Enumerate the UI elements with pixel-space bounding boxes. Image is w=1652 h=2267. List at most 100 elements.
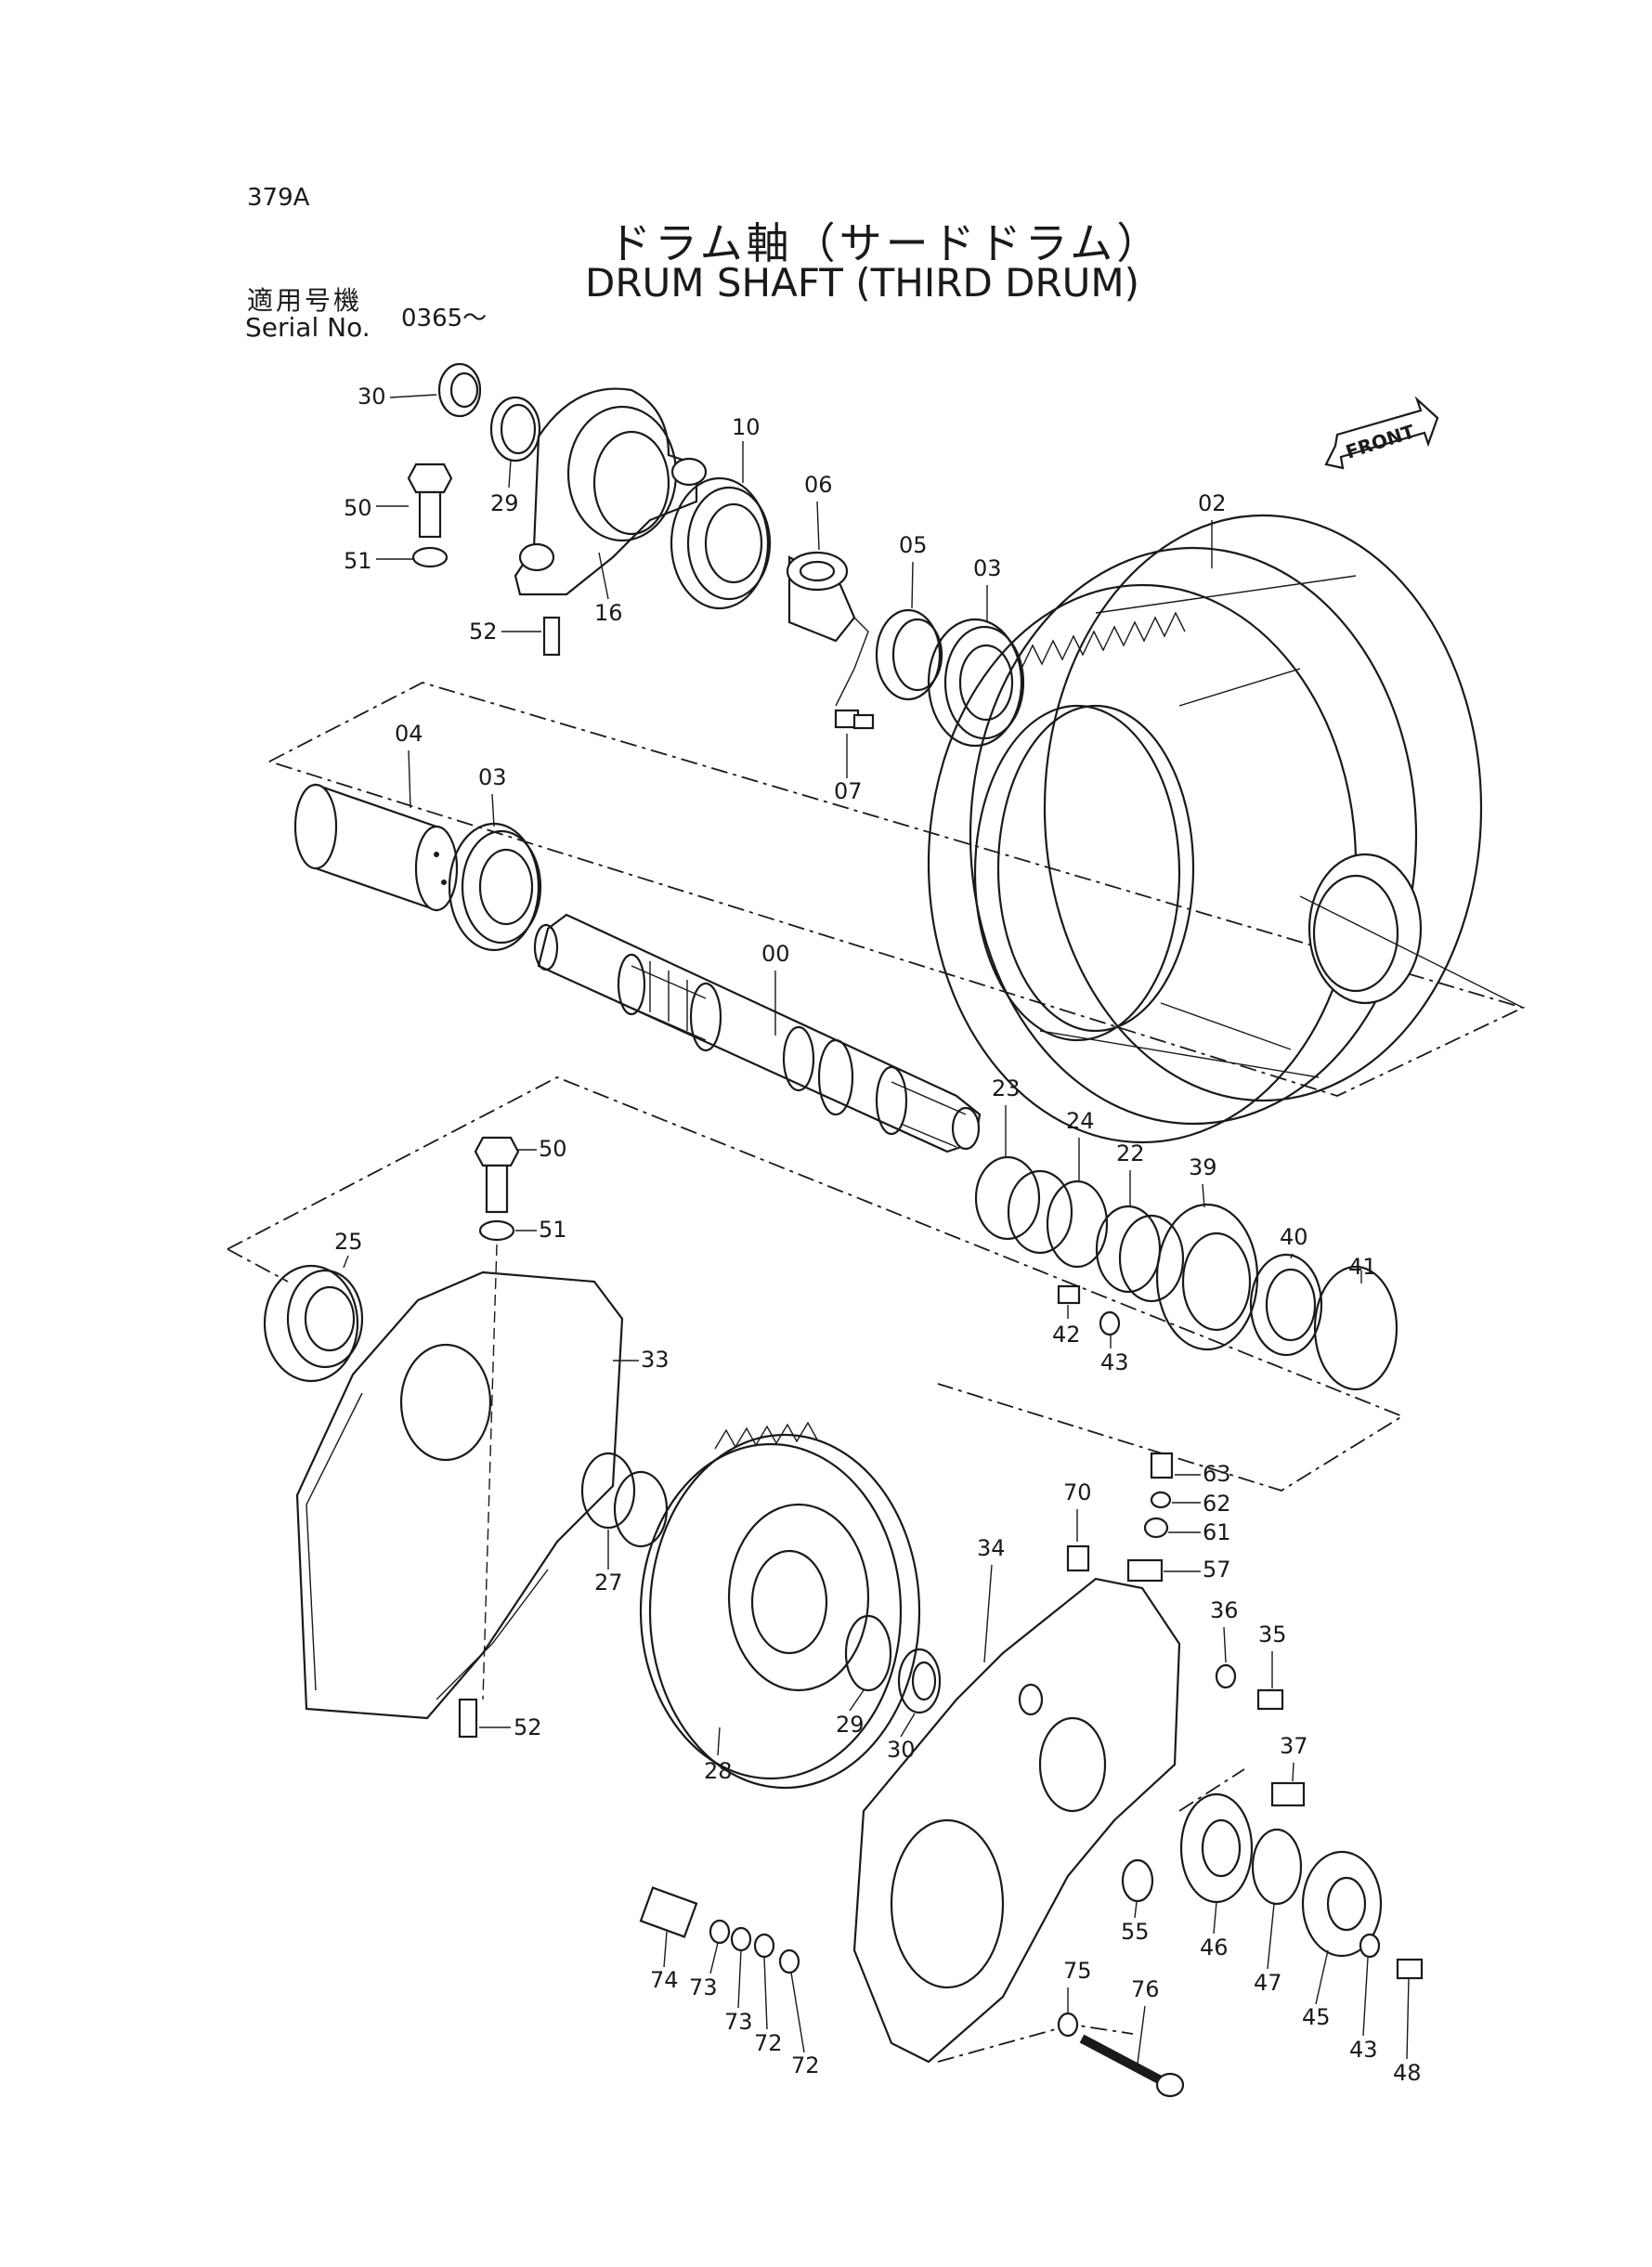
part-43-washer-upper bbox=[1099, 1310, 1121, 1336]
serial-label-english: Serial No. bbox=[245, 312, 371, 343]
part-41-o-ring bbox=[1313, 1265, 1398, 1391]
cover-assembly-outline bbox=[937, 2024, 1134, 2063]
part-74-pin bbox=[639, 1886, 698, 1938]
callout-48: 48 bbox=[1393, 2060, 1422, 2086]
front-arrow-label: FRONT bbox=[1343, 420, 1417, 463]
part-40-seal bbox=[1249, 1253, 1323, 1357]
callout-03-upper: 03 bbox=[973, 555, 1002, 581]
part-34-cover bbox=[852, 1577, 1181, 2064]
callout-42: 42 bbox=[1052, 1322, 1081, 1348]
callout-00: 00 bbox=[761, 941, 790, 967]
part-07-grease-fitting bbox=[834, 709, 875, 730]
part-23-sleeve bbox=[974, 1155, 1073, 1255]
part-27-sleeve bbox=[580, 1452, 669, 1548]
part-73-washers bbox=[709, 1919, 752, 1952]
callout-23: 23 bbox=[992, 1075, 1021, 1101]
callout-40: 40 bbox=[1280, 1224, 1308, 1250]
callout-74: 74 bbox=[650, 1967, 679, 1993]
part-39-retainer bbox=[1155, 1203, 1259, 1351]
part-47-seal bbox=[1251, 1828, 1303, 1906]
serial-label-japanese: 適用号機 bbox=[247, 285, 363, 316]
part-42-bolt bbox=[1057, 1284, 1081, 1305]
callout-41: 41 bbox=[1348, 1254, 1377, 1280]
part-51-washer-lower bbox=[478, 1219, 515, 1242]
callout-62: 62 bbox=[1203, 1491, 1231, 1517]
part-35-bolt bbox=[1256, 1688, 1284, 1711]
part-57-fitting bbox=[1126, 1558, 1164, 1583]
part-06-sleeve bbox=[786, 551, 869, 707]
lower-assembly-outline bbox=[227, 1076, 1404, 1492]
part-75-washer bbox=[1057, 2012, 1079, 2038]
callout-55: 55 bbox=[1121, 1919, 1150, 1945]
part-02-drum bbox=[927, 514, 1524, 1144]
part-50-bolt-lower bbox=[474, 1136, 520, 1214]
callout-22: 22 bbox=[1116, 1140, 1145, 1166]
callout-76: 76 bbox=[1131, 1976, 1160, 2002]
part-43-washer-lower bbox=[1359, 1933, 1381, 1959]
part-29-snap-ring-upper bbox=[489, 396, 541, 463]
callout-47: 47 bbox=[1254, 1970, 1282, 1996]
callout-29-upper: 29 bbox=[490, 490, 519, 516]
part-22-sleeve bbox=[1095, 1205, 1185, 1303]
part-52-pin-upper bbox=[542, 616, 561, 657]
part-36-washer bbox=[1215, 1663, 1237, 1689]
part-25-bearing bbox=[263, 1264, 364, 1383]
part-52-pin-lower bbox=[458, 1698, 478, 1739]
callout-30-lower: 30 bbox=[887, 1737, 916, 1763]
callout-45: 45 bbox=[1302, 2004, 1331, 2030]
callouts: 30 29 50 51 52 16 10 06 05 03 02 07 04 0… bbox=[334, 384, 1422, 2086]
callout-75: 75 bbox=[1063, 1958, 1092, 1984]
part-30-nut-upper bbox=[437, 362, 482, 418]
callout-43-upper: 43 bbox=[1100, 1349, 1129, 1375]
part-04-sleeve bbox=[293, 783, 459, 912]
callout-46: 46 bbox=[1200, 1935, 1229, 1961]
callout-29-lower: 29 bbox=[836, 1712, 865, 1738]
callout-57: 57 bbox=[1203, 1557, 1231, 1583]
callout-25: 25 bbox=[334, 1229, 363, 1255]
part-30-nut-lower bbox=[897, 1648, 942, 1714]
title-english: DRUM SHAFT (THIRD DRUM) bbox=[585, 260, 1140, 306]
callout-51-upper: 51 bbox=[344, 548, 372, 574]
part-28-gear bbox=[639, 1421, 921, 1790]
callout-50-lower: 50 bbox=[539, 1136, 567, 1162]
part-46-plate bbox=[1179, 1792, 1254, 1904]
front-arrow-icon: FRONT bbox=[1324, 396, 1439, 470]
part-76-long-bolt bbox=[1079, 2034, 1185, 2098]
callout-70: 70 bbox=[1063, 1479, 1092, 1505]
part-00-drum-shaft bbox=[533, 913, 982, 1153]
callout-06: 06 bbox=[804, 472, 833, 498]
part-37-pin bbox=[1270, 1781, 1306, 1807]
callout-28: 28 bbox=[704, 1758, 733, 1784]
callout-43-lower: 43 bbox=[1349, 2037, 1378, 2063]
callout-63: 63 bbox=[1203, 1461, 1231, 1487]
callout-50-upper: 50 bbox=[344, 495, 372, 521]
part-55-plug bbox=[1121, 1858, 1154, 1903]
callout-02: 02 bbox=[1198, 490, 1227, 516]
part-72-washers bbox=[753, 1933, 800, 1974]
part-29-snap-ring-lower bbox=[844, 1614, 892, 1692]
callout-03-lower: 03 bbox=[478, 764, 507, 790]
callout-10: 10 bbox=[732, 414, 761, 440]
callout-24: 24 bbox=[1066, 1108, 1095, 1134]
part-24-o-ring bbox=[1046, 1179, 1109, 1269]
callout-07: 07 bbox=[834, 778, 863, 804]
callout-33: 33 bbox=[641, 1347, 670, 1373]
callout-34: 34 bbox=[977, 1535, 1006, 1561]
part-45-cover-plate bbox=[1301, 1850, 1383, 1958]
part-05-collar bbox=[875, 608, 943, 701]
part-16-bearing-housing bbox=[514, 387, 708, 596]
part-51-washer-upper bbox=[411, 546, 449, 568]
callout-05: 05 bbox=[899, 532, 928, 558]
callout-51-lower: 51 bbox=[539, 1217, 567, 1243]
title-japanese: ドラム軸（サードドラム） bbox=[608, 218, 1164, 268]
callout-36: 36 bbox=[1210, 1597, 1239, 1623]
callout-72-b: 72 bbox=[791, 2052, 820, 2078]
part-61-fitting bbox=[1143, 1517, 1169, 1539]
part-03-bearing-upper bbox=[927, 618, 1025, 748]
part-33-case bbox=[295, 1270, 624, 1720]
callout-52-lower: 52 bbox=[514, 1714, 542, 1740]
callout-73-a: 73 bbox=[689, 1974, 718, 2000]
callout-39: 39 bbox=[1189, 1154, 1217, 1180]
